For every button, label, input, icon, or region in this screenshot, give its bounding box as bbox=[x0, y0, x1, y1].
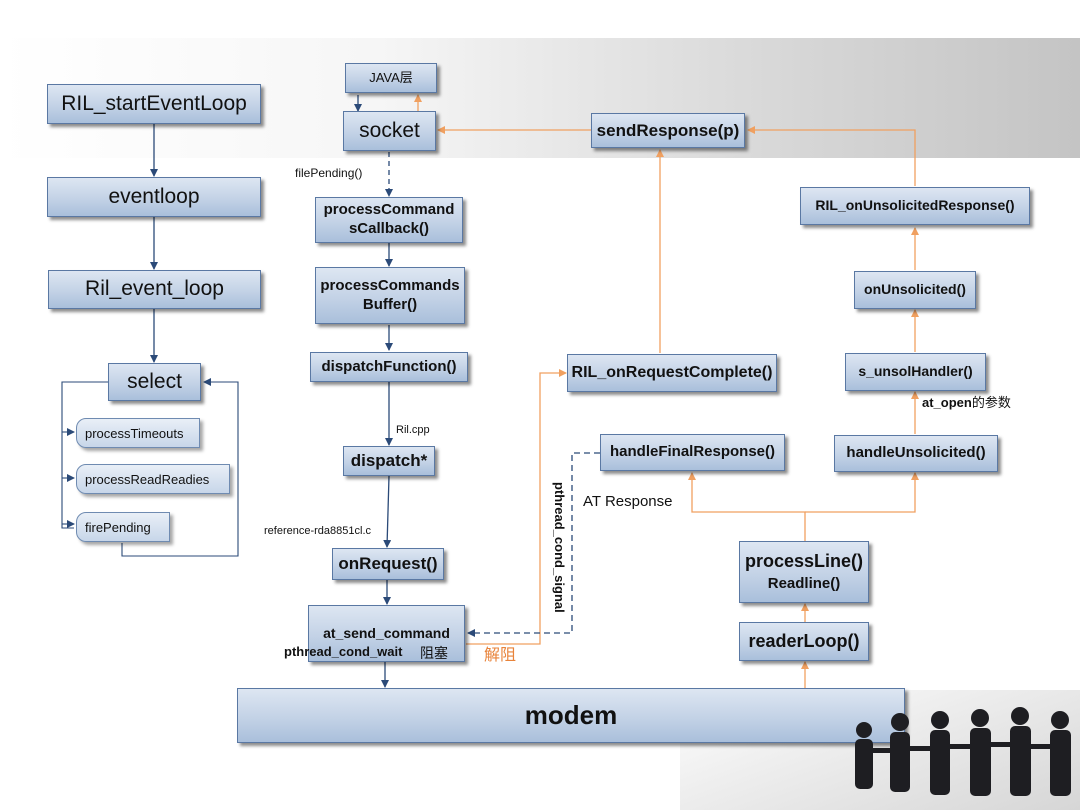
process-line-text: processLine() bbox=[744, 550, 864, 571]
at-response-label: AT Response bbox=[583, 493, 673, 510]
param-suffix-text: 的参数 bbox=[971, 395, 1011, 410]
dispatch-box: dispatch* bbox=[343, 446, 435, 476]
fire-pending-item: firePending bbox=[76, 512, 170, 542]
ril-cpp-label: Ril.cpp bbox=[396, 424, 430, 436]
modem-box: modem bbox=[237, 688, 905, 743]
ril-on-unsolicited-response-box: RIL_onUnsolicitedResponse() bbox=[800, 187, 1030, 225]
readline-text: Readline() bbox=[767, 575, 841, 593]
reference-file-label: reference-rda8851cl.c bbox=[264, 525, 372, 537]
people-silhouette-decoration bbox=[855, 707, 1071, 796]
at-open-text: at_open bbox=[922, 395, 972, 410]
process-commands-buffer-box: processCommands Buffer() bbox=[315, 267, 465, 324]
send-response-box: sendResponse(p) bbox=[591, 113, 745, 148]
process-line-box: processLine() Readline() bbox=[739, 541, 869, 603]
handle-final-response-box: handleFinalResponse() bbox=[600, 434, 785, 471]
on-unsolicited-box: onUnsolicited() bbox=[854, 271, 976, 309]
process-commands-callback-box: processCommand sCallback() bbox=[315, 197, 463, 243]
java-layer-box: JAVA层 bbox=[345, 63, 437, 93]
pthread-cond-wait-label: pthread_cond_wait bbox=[284, 644, 403, 659]
unblock-label: 解阻 bbox=[484, 647, 517, 664]
middle-column-arrows bbox=[354, 95, 393, 688]
s-unsol-handler-box: s_unsolHandler() bbox=[845, 353, 986, 391]
ril-event-loop-box: Ril_event_loop bbox=[48, 270, 261, 309]
process-read-readies-item: processReadReadies bbox=[76, 464, 230, 494]
response-arrows bbox=[414, 94, 919, 688]
file-pending-label: filePending() bbox=[295, 166, 363, 180]
socket-box: socket bbox=[343, 111, 436, 151]
on-request-box: onRequest() bbox=[332, 548, 444, 580]
eventloop-box: eventloop bbox=[47, 177, 261, 217]
signal-arrow bbox=[467, 452, 600, 637]
select-box: select bbox=[108, 363, 201, 401]
select-loop-lines bbox=[61, 378, 239, 557]
dispatch-function-box: dispatchFunction() bbox=[310, 352, 468, 382]
blocking-label: 阻塞 bbox=[420, 645, 448, 661]
pthread-cond-signal-label: pthread_cond_signal bbox=[552, 482, 567, 613]
reader-loop-box: readerLoop() bbox=[739, 622, 869, 661]
ril-on-request-complete-box: RIL_onRequestComplete() bbox=[567, 354, 777, 392]
at-send-command-box: at_send_command bbox=[308, 605, 465, 662]
ril-start-event-loop-box: RIL_startEventLoop bbox=[47, 84, 261, 124]
at-open-param-label: at_open的参数 bbox=[922, 392, 1011, 411]
process-timeouts-item: processTimeouts bbox=[76, 418, 200, 448]
handle-unsolicited-box: handleUnsolicited() bbox=[834, 435, 998, 472]
